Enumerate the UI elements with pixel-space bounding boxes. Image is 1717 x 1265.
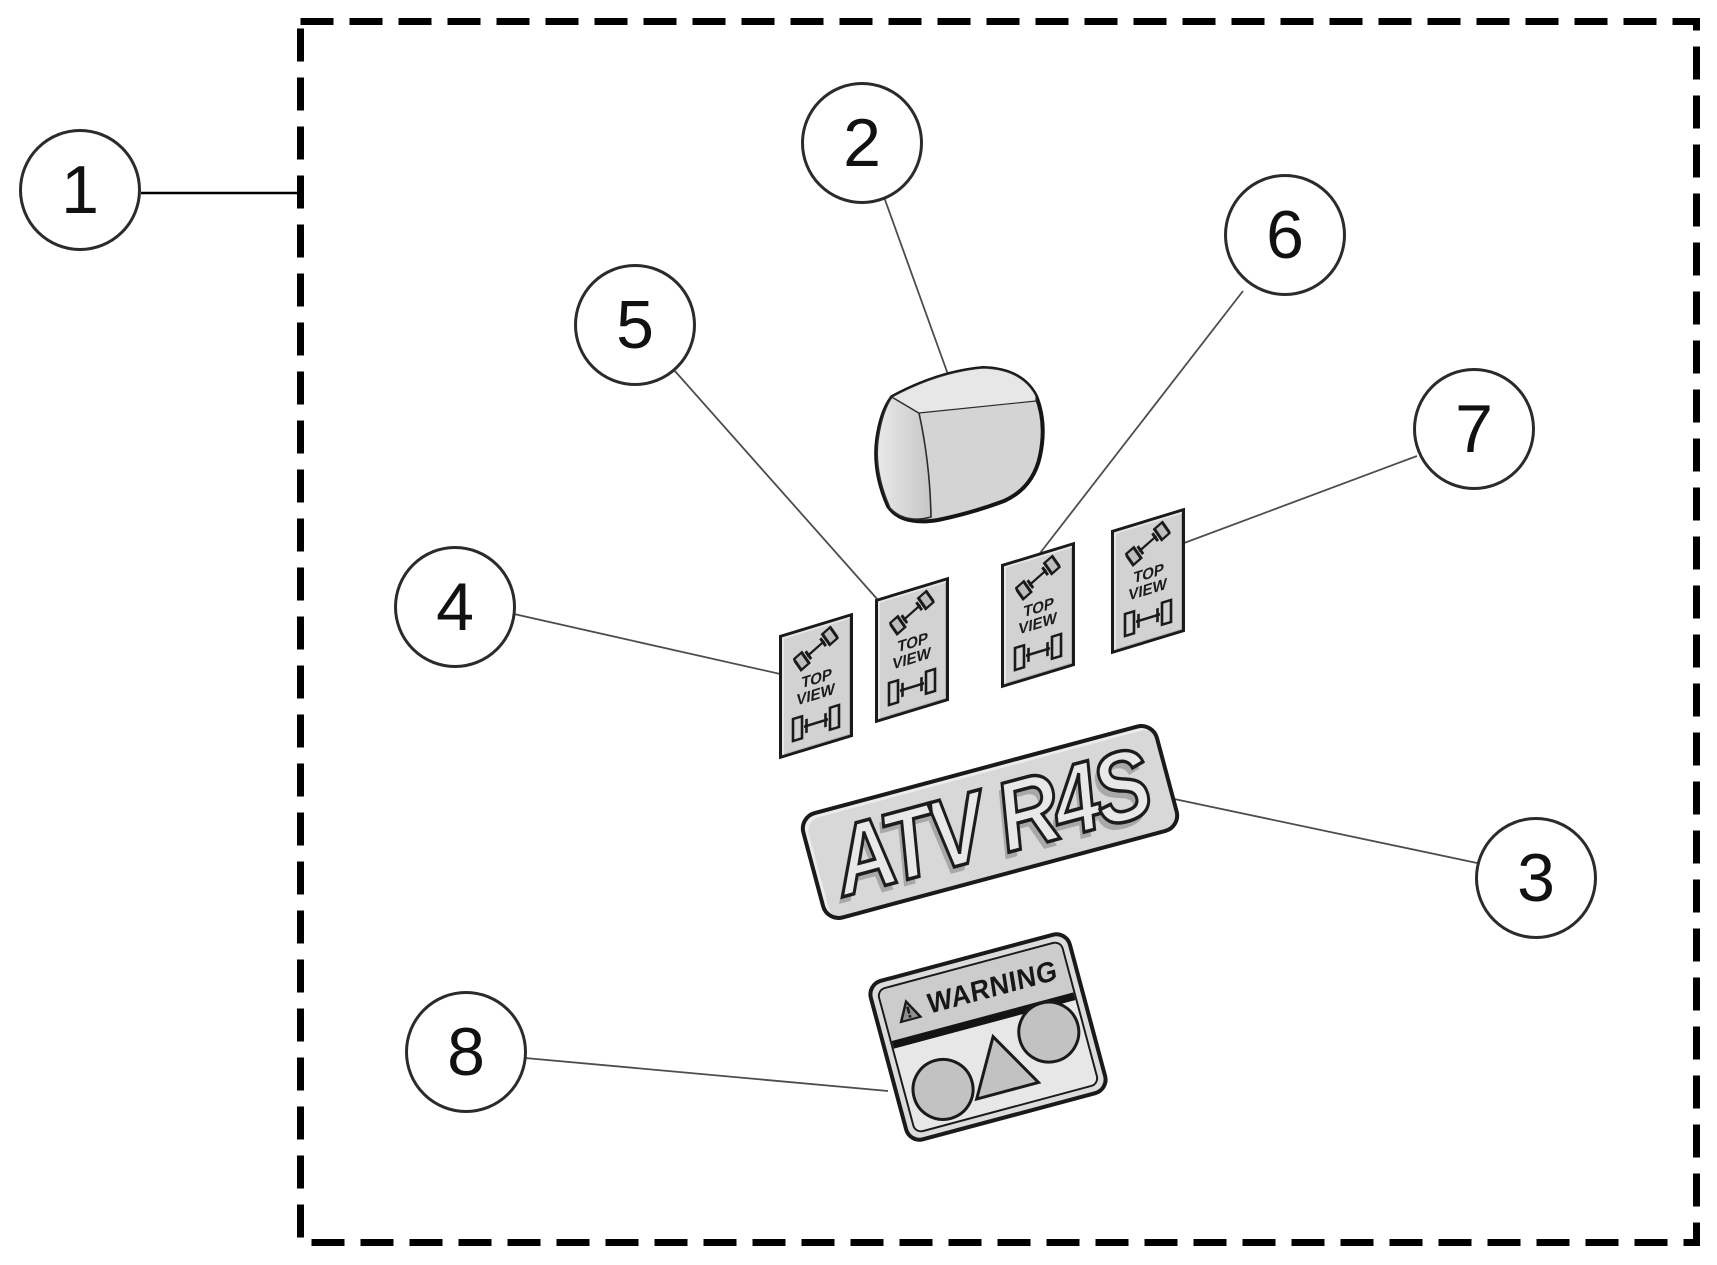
decal-top-view-6: TOP VIEW (1001, 541, 1075, 689)
pad-part-3d (874, 366, 1045, 524)
callout-5: 5 (574, 264, 696, 386)
leader-line-8 (524, 1057, 889, 1092)
leader-line-4 (513, 613, 799, 679)
warning-body (893, 1000, 1098, 1132)
axle-top-view-icon (888, 589, 936, 636)
dashed-boundary (297, 18, 1700, 1246)
callout-7: 7 (1413, 368, 1535, 490)
axle-front-view-icon (791, 703, 841, 743)
callout-7-number: 7 (1455, 391, 1493, 467)
callout-6: 6 (1224, 174, 1346, 296)
leader-line-7 (1151, 455, 1418, 556)
axle-top-view-icon (1014, 554, 1062, 601)
callout-1-number: 1 (61, 152, 99, 228)
leader-line-6 (1036, 290, 1244, 558)
callout-2-number: 2 (843, 105, 881, 181)
warning-pictograms (911, 1000, 1081, 1121)
pictogram-circle-left (911, 1057, 975, 1121)
axle-front-view-icon (1013, 632, 1063, 672)
axle-top-view-icon (792, 625, 840, 672)
callout-1: 1 (19, 129, 141, 251)
decal-top-view-5: TOP VIEW (875, 576, 949, 724)
callout-6-number: 6 (1266, 197, 1304, 273)
leader-line-3 (1159, 795, 1478, 864)
pictogram-triangle (974, 1033, 1042, 1102)
callout-2: 2 (801, 82, 923, 204)
decal-top-view-7: TOP VIEW (1111, 507, 1185, 655)
axle-top-view-icon (1124, 520, 1172, 567)
callout-4-number: 4 (436, 569, 474, 645)
leader-lines (141, 191, 1478, 1092)
callout-8-number: 8 (447, 1014, 485, 1090)
pad-top-face (891, 367, 1037, 414)
warning-decal: WARNING (864, 928, 1112, 1146)
leader-line-2 (883, 196, 951, 381)
warning-triangle-icon (898, 999, 923, 1024)
callout-3: 3 (1475, 817, 1597, 939)
callout-5-number: 5 (616, 287, 654, 363)
warning-decal-inner: WARNING (875, 939, 1101, 1135)
decal-top-view-4: TOP VIEW (779, 612, 853, 760)
callout-3-number: 3 (1517, 840, 1555, 916)
warning-header: WARNING (878, 942, 1074, 1042)
pictogram-circle-right (1017, 1000, 1081, 1064)
axle-front-view-icon (1123, 598, 1173, 638)
callout-8: 8 (405, 991, 527, 1113)
leader-line-5 (673, 369, 879, 601)
axle-front-view-icon (887, 667, 937, 707)
pad-left-face (876, 396, 932, 520)
callout-4: 4 (394, 546, 516, 668)
